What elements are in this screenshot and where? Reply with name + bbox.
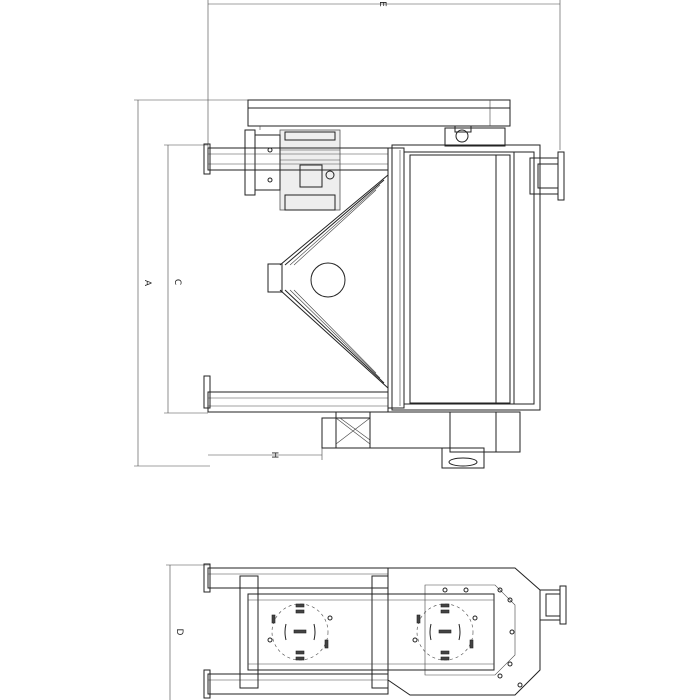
dimension-a: A: [134, 99, 250, 467]
dimension-e: E: [207, 0, 561, 150]
dimension-c-label: C: [172, 279, 182, 285]
left-rotor: [267, 603, 333, 661]
bottom-housing: [387, 567, 541, 696]
dimension-d: D: [166, 564, 210, 700]
bottom-view: D: [166, 563, 567, 700]
bottom-outlet-pipe: [539, 585, 567, 625]
top-view: E A C H: [134, 0, 565, 469]
hopper-funnel: [267, 170, 389, 392]
main-housing: [387, 125, 541, 411]
inlet-port: [310, 262, 346, 298]
dimension-e-label: E: [377, 1, 387, 7]
dimension-h-label: H: [269, 452, 279, 459]
dimension-h: H: [208, 420, 323, 460]
dimension-a-label: A: [142, 280, 152, 287]
dimension-c: C: [164, 144, 208, 414]
bottom-outlet: [321, 411, 521, 469]
bottom-frame-rails: [203, 563, 389, 699]
center-plate: [247, 593, 495, 671]
right-rotor: [412, 587, 478, 661]
dimension-d-label: D: [174, 629, 184, 636]
outlet-pipe: [529, 151, 565, 201]
frame-lower-rail: [203, 375, 389, 413]
top-plate: [247, 99, 511, 130]
frame-upper-rail: [203, 143, 389, 175]
